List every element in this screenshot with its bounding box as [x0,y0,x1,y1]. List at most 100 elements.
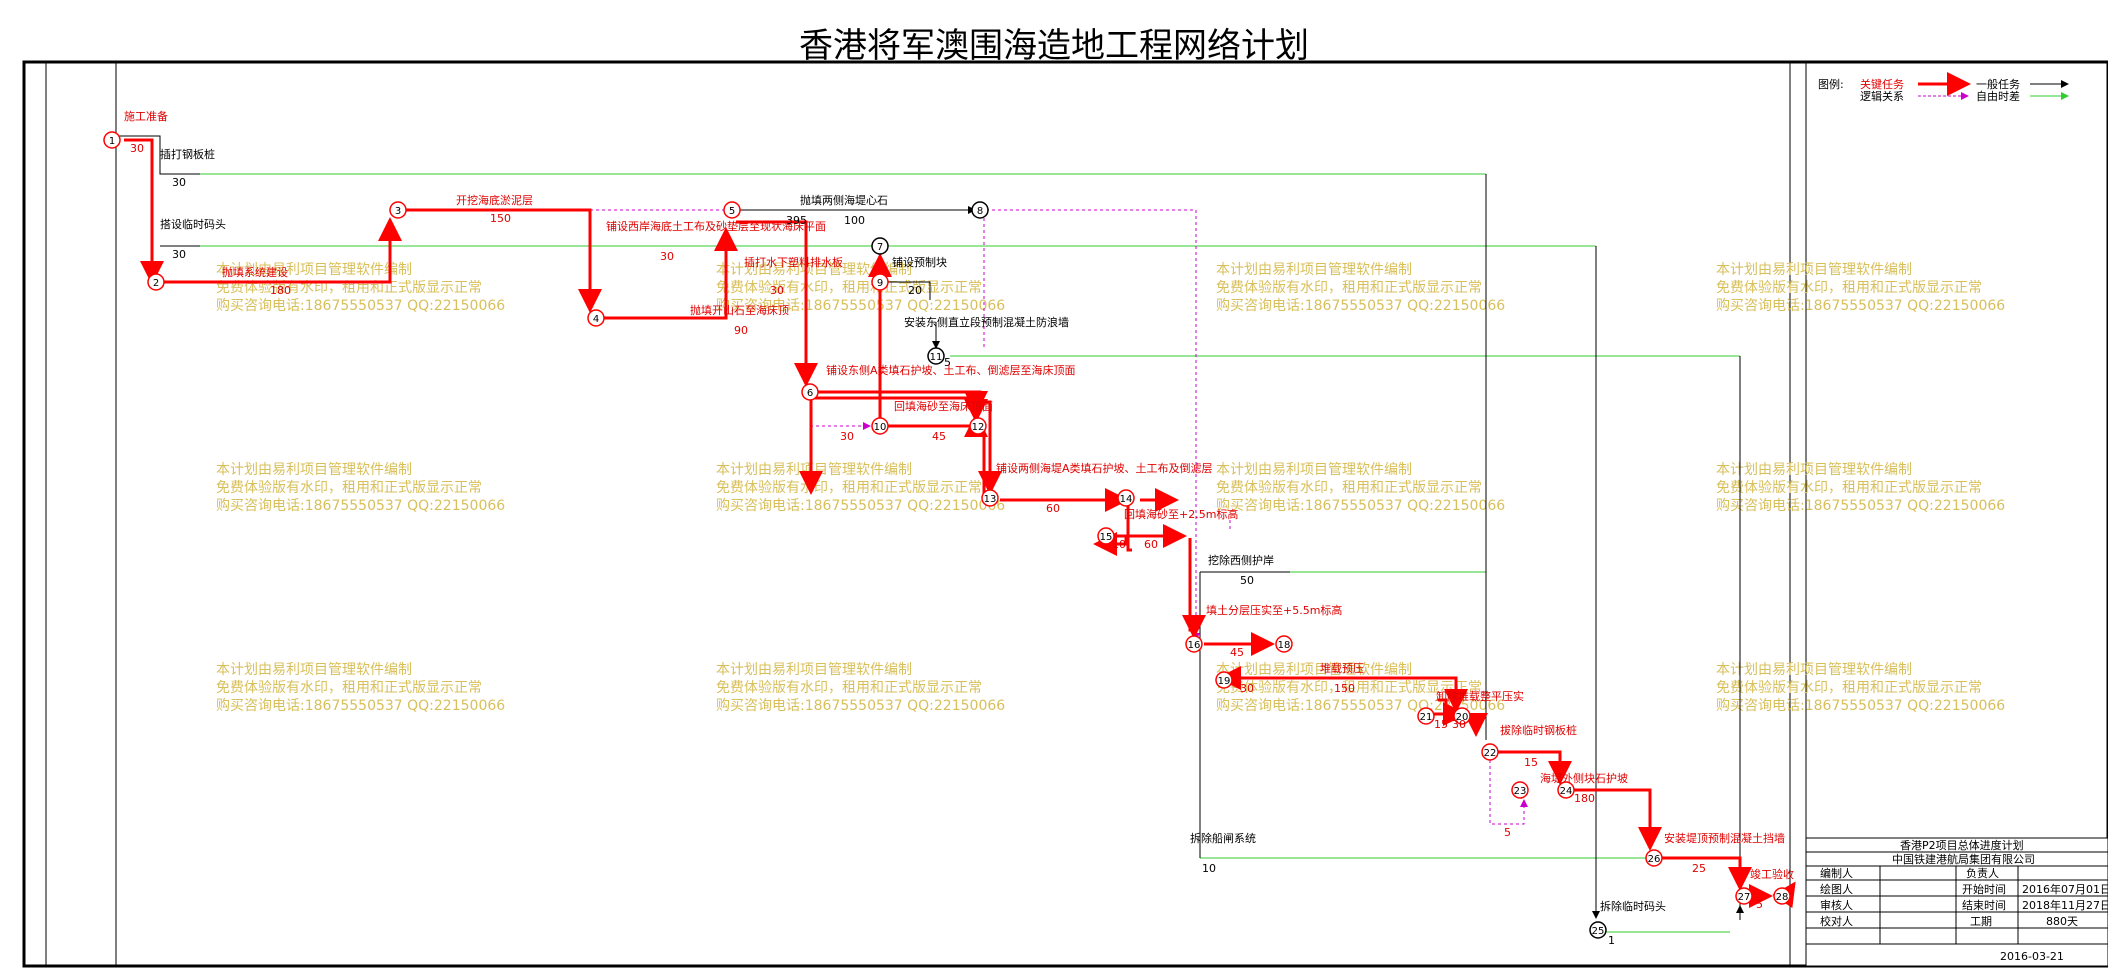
task-duration: 30 [130,142,144,155]
task-duration: 30 [840,430,854,443]
task-duration: 5 [1504,826,1511,839]
task-duration: 30 [1240,682,1254,695]
task-duration: 45 [932,430,946,443]
watermark-text: 本计划由易利项目管理软件编制 [1716,662,1912,678]
task-label: 铺设两侧海堤A类填石护坡、土工布及倒滤层 [996,461,1213,475]
node-label-21: 21 [1420,712,1433,723]
node-label-2: 2 [153,278,159,289]
task-label: 挖除西侧护岸 [1208,553,1274,567]
task-duration: 5 [944,356,951,369]
node-label-19: 19 [1218,676,1231,687]
node-6 [801,383,819,401]
plan-date: 2016-03-21 [2000,950,2064,963]
task-label: 铺设西岸海底土工布及砂垫层至现状海床平面 [606,219,826,233]
watermark-text: 免费体验版有水印，租用和正式版显示正常 [716,680,982,696]
node-label-10: 10 [874,422,887,433]
task-labels: 施工准备 30 插打钢板桩 30 搭设临时码头 30 抛填系统建设 180 开挖… [124,109,1794,947]
node-label-3: 3 [395,206,401,217]
node-label-26: 26 [1648,854,1661,865]
watermark-text: 本计划由易利项目管理软件编制 [1216,462,1412,478]
task-label: 拆除船闸系统 [1190,831,1256,845]
watermark-text: 免费体验版有水印，租用和正式版显示正常 [1716,480,1982,496]
node-14 [1117,489,1135,507]
task-label: 抛填开山石至海床顶 [690,303,789,317]
task-duration: 15 [1434,718,1448,731]
free-float-lines [200,173,1740,933]
node-label-5: 5 [729,206,735,217]
label-responsible: 负责人 [1966,866,1999,880]
critical-arrow [1660,856,1752,891]
node-11 [927,347,945,365]
watermark-text: 购买咨询电话:18675550537 QQ:22150066 [716,298,1005,314]
watermark-text: 购买咨询电话:18675550537 QQ:22150066 [716,498,1005,514]
watermark-text: 本计划由易利项目管理软件编制 [716,262,912,278]
task-duration: 15 [1524,756,1538,769]
node-2 [147,273,165,291]
outer-frame [22,60,2108,968]
watermark-text: 购买咨询电话:18675550537 QQ:22150066 [1716,698,2005,714]
critical-arrow [1182,538,1206,639]
watermark-text: 免费体验版有水印，租用和正式版显示正常 [1216,480,1482,496]
watermark-text: 免费体验版有水印，租用和正式版显示正常 [216,480,482,496]
node-label-28: 28 [1776,892,1789,903]
critical-arrow [406,208,602,313]
watermark-text: 免费体验版有水印，租用和正式版显示正常 [216,280,482,296]
node-label-24: 24 [1560,786,1573,797]
logic-arrow [986,209,1200,641]
watermark-text: 免费体验版有水印，租用和正式版显示正常 [716,280,982,296]
project-name: 香港P2项目总体进度计划 [1900,838,2024,852]
task-label: 卸除堆载整平压实 [1436,689,1524,703]
critical-arrow [604,227,738,320]
task-label: 插打水下塑料排水板 [744,255,843,269]
node-20 [1453,707,1471,725]
node-24 [1557,781,1575,799]
task-arrow [880,281,931,300]
watermark-text: 本计划由易利项目管理软件编制 [216,662,412,678]
duration-value: 880天 [2046,915,2078,928]
general-lines [116,135,1744,920]
node-27 [1735,887,1753,905]
critical-arrow [124,138,164,285]
node-label-8: 8 [977,206,983,217]
node-label-22: 22 [1484,748,1497,759]
critical-arrow [818,390,1002,495]
node-3 [389,201,407,219]
node-26 [1645,849,1663,867]
company-name: 中国铁建港航局集团有限公司 [1892,852,2035,866]
node-label-13: 13 [984,494,997,505]
critical-arrow [882,413,988,437]
task-label: 插打钢板桩 [160,147,215,161]
task-label: 开挖海底淤泥层 [456,193,533,207]
watermark-layer: 本计划由易利项目管理软件编制免费体验版有水印，租用和正式版显示正常购买咨询电话:… [216,262,2005,714]
watermark-text: 免费体验版有水印，租用和正式版显示正常 [1716,280,1982,296]
task-duration: 20 [908,284,922,297]
logic-lines [590,209,1528,825]
label-prepared: 编制人 [1820,866,1853,880]
node-label-9: 9 [877,278,883,289]
node-label-6: 6 [807,388,813,399]
watermark-text: 本计划由易利项目管理软件编制 [216,462,412,478]
critical-arrow [162,217,402,284]
node-label-15: 15 [1100,532,1113,543]
task-duration: 5 [1756,898,1763,911]
info-table: 香港P2项目总体进度计划 中国铁建港航局集团有限公司 编制人 负责人 绘图人 开… [1805,837,2108,967]
legend: 图例: 关键任务 一般任务 逻辑关系 自由时差 [1818,72,2069,103]
legend-float-label: 自由时差 [1976,89,2020,103]
node-10 [871,417,889,435]
label-end: 结束时间 [1962,899,2006,912]
node-1 [103,131,121,149]
watermark-text: 购买咨询电话:18675550537 QQ:22150066 [1216,698,1505,714]
critical-arrow [1126,500,1132,552]
watermark-text: 购买咨询电话:18675550537 QQ:22150066 [216,298,505,314]
task-label: 施工准备 [124,109,168,123]
task-duration: 30 [770,284,784,297]
task-label: 铺设预制块 [892,256,947,269]
task-label: 安装堤顶预制混凝土挡墙 [1664,831,1785,845]
task-arrow [116,135,200,175]
label-checked: 校对人 [1820,914,1853,928]
node-16 [1185,635,1203,653]
node-label-18: 18 [1278,640,1291,651]
task-duration: 10 [1202,862,1216,875]
node-label-4: 4 [593,314,599,325]
